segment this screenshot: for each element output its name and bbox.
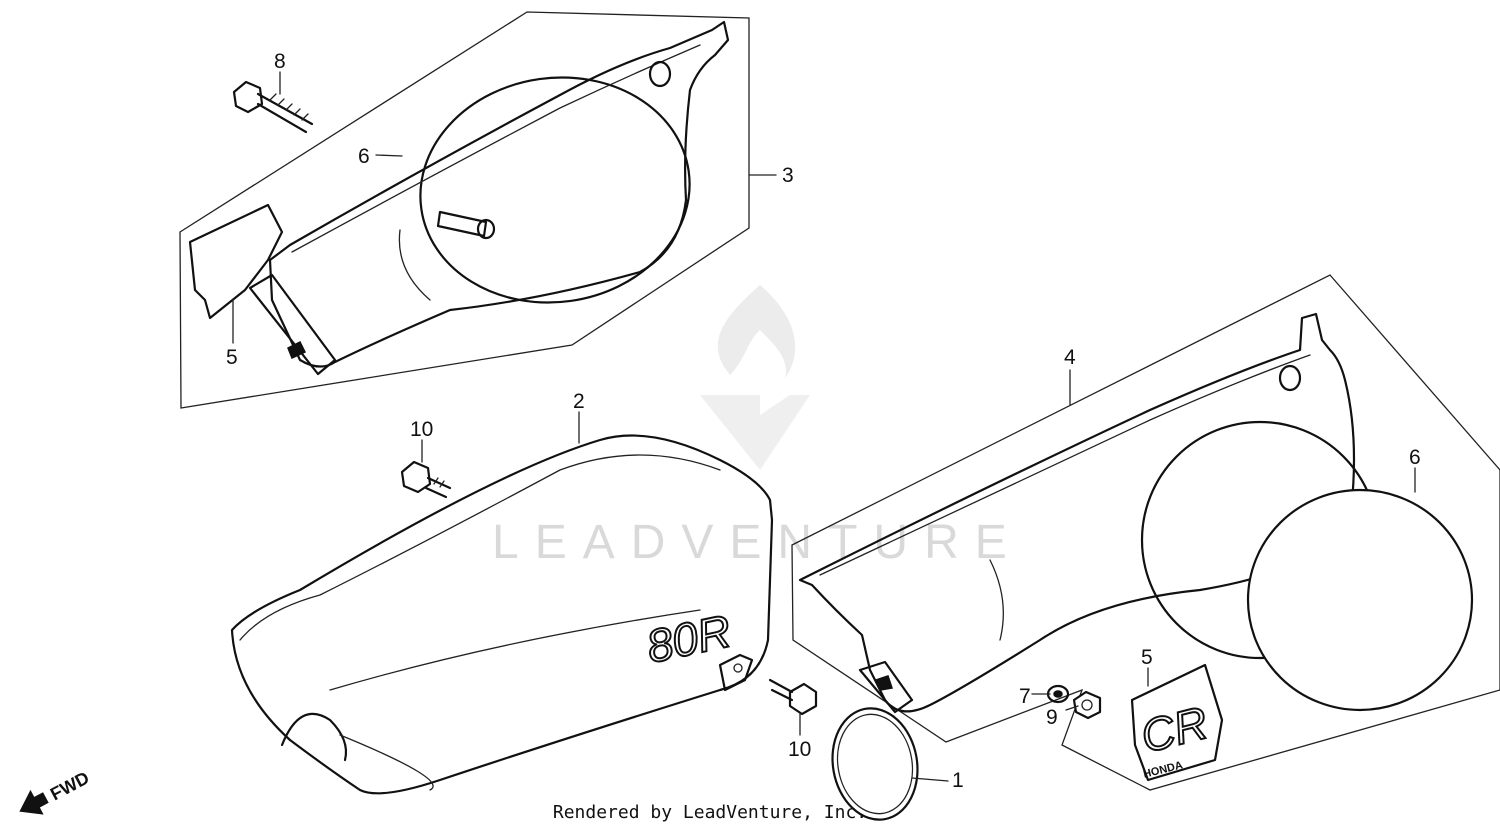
callout-4: 4 xyxy=(1064,346,1076,369)
callout-3: 3 xyxy=(782,164,794,187)
callout-5-right: 5 xyxy=(1141,646,1153,669)
nut-9 xyxy=(1072,690,1102,720)
bolt-10-lower xyxy=(768,678,818,716)
seat: 80R xyxy=(230,434,774,795)
grommet-1 xyxy=(831,707,919,821)
callout-6-left: 6 xyxy=(358,145,370,168)
arrow-icon xyxy=(19,789,49,815)
round-cover-right xyxy=(1246,488,1474,712)
callout-7: 7 xyxy=(1019,685,1031,708)
side-cover-right-assembly: CR HONDA xyxy=(791,274,1500,791)
callout-8: 8 xyxy=(274,50,286,73)
panel-outline-left xyxy=(179,11,750,409)
leader-lines xyxy=(232,71,1416,782)
callout-10-upper: 10 xyxy=(410,418,433,441)
round-cover-left xyxy=(419,76,691,304)
bolt-8 xyxy=(232,80,314,134)
decal-right-logo: CR xyxy=(1136,696,1213,763)
stud-left xyxy=(436,210,488,238)
callout-1: 1 xyxy=(952,769,964,792)
watermark-logo xyxy=(700,285,810,470)
callout-6-right: 6 xyxy=(1409,446,1421,469)
render-credit: Rendered by LeadVenture, Inc. xyxy=(552,802,868,823)
decal-right: CR HONDA xyxy=(1130,663,1224,782)
side-cover-left xyxy=(268,20,730,368)
callout-5-left: 5 xyxy=(226,346,238,369)
callout-2: 2 xyxy=(573,390,585,413)
bolt-10-upper xyxy=(400,460,452,499)
decal-left xyxy=(188,203,284,320)
panel-outline-right xyxy=(791,274,1500,791)
callout-10-lower: 10 xyxy=(788,738,811,761)
seat-decal: 80R xyxy=(642,604,735,672)
watermark-text: LEADVENTURE xyxy=(492,516,1023,569)
side-cover-left-assembly xyxy=(179,11,750,409)
fwd-label: FWD xyxy=(47,768,93,805)
callout-9: 9 xyxy=(1046,706,1058,729)
